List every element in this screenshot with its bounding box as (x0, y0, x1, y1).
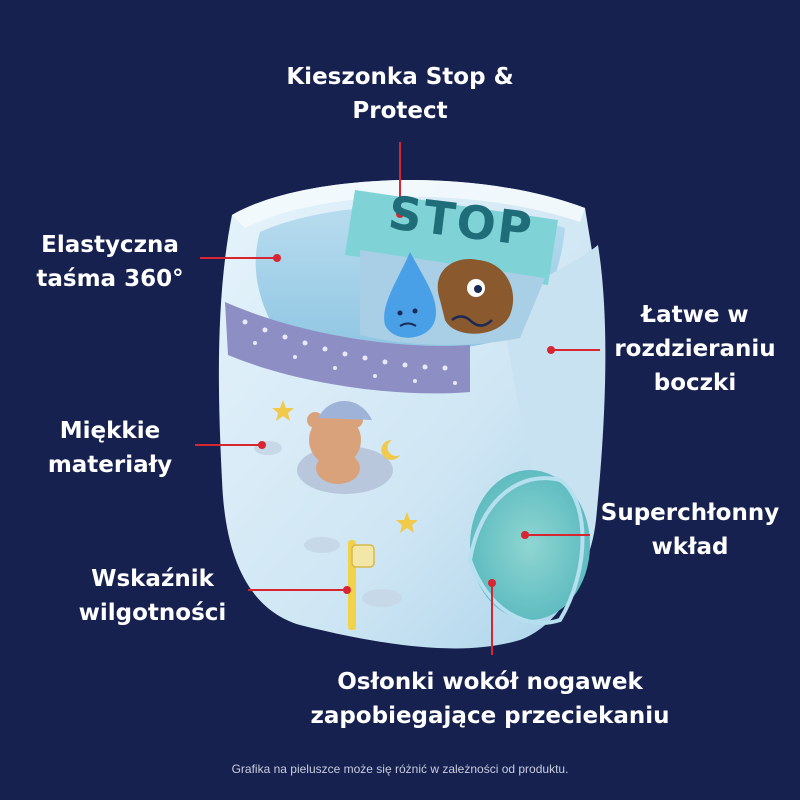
decor-stars (272, 400, 418, 533)
callout-core-line-2: wkład (651, 534, 729, 560)
callout-wetness-line-2: wilgotności (78, 600, 227, 626)
callout-sides-line-2: rozdzieraniu (614, 336, 776, 362)
callout-leg-cuffs: Osłonki wokół nogawek zapobiegające prze… (250, 665, 730, 733)
callout-waistband-line-1: Elastyczna (41, 232, 179, 258)
callout-leg-cuffs-line-2: zapobiegające przeciekaniu (310, 703, 670, 729)
callout-sides-line-1: Łatwe w (641, 302, 749, 328)
callout-waistband: Elastyczna taśma 360° (20, 228, 200, 296)
callout-leg-cuffs-line-1: Osłonki wokół nogawek (337, 669, 643, 695)
decor-clouds (254, 441, 402, 607)
callout-waistband-line-2: taśma 360° (36, 266, 184, 292)
callout-pocket-line-1: Kieszonka Stop & (286, 64, 514, 90)
callout-core: Superchłonny wkład (590, 496, 790, 564)
sleeping-bear-print (297, 400, 400, 494)
leg-cuff (467, 476, 585, 625)
callout-wetness-line-1: Wskaźnik (91, 566, 214, 592)
waistband-stripe (225, 302, 470, 394)
callout-pocket: Kieszonka Stop & Protect (250, 60, 550, 128)
elastic-waistband (232, 180, 585, 228)
callout-wetness: Wskaźnik wilgotności (60, 562, 245, 630)
callout-sides: Łatwe w rozdzieraniu boczki (600, 298, 790, 400)
callout-sides-line-3: boczki (653, 370, 737, 396)
waistband-stars (242, 319, 457, 385)
wetness-indicator-icon (351, 544, 375, 568)
poo-character (437, 259, 514, 334)
callout-soft-line-2: materiały (47, 452, 173, 478)
callout-lines (195, 142, 600, 655)
absorbent-core (470, 470, 590, 620)
callout-soft-materials: Miękkie materiały (30, 414, 190, 482)
water-drop-character (384, 252, 436, 338)
callout-core-line-1: Superchłonny (600, 500, 780, 526)
callout-soft-line-1: Miękkie (59, 418, 161, 444)
footnote: Grafika na pieluszce może się różnić w z… (231, 762, 569, 776)
callout-pocket-line-2: Protect (352, 98, 448, 124)
